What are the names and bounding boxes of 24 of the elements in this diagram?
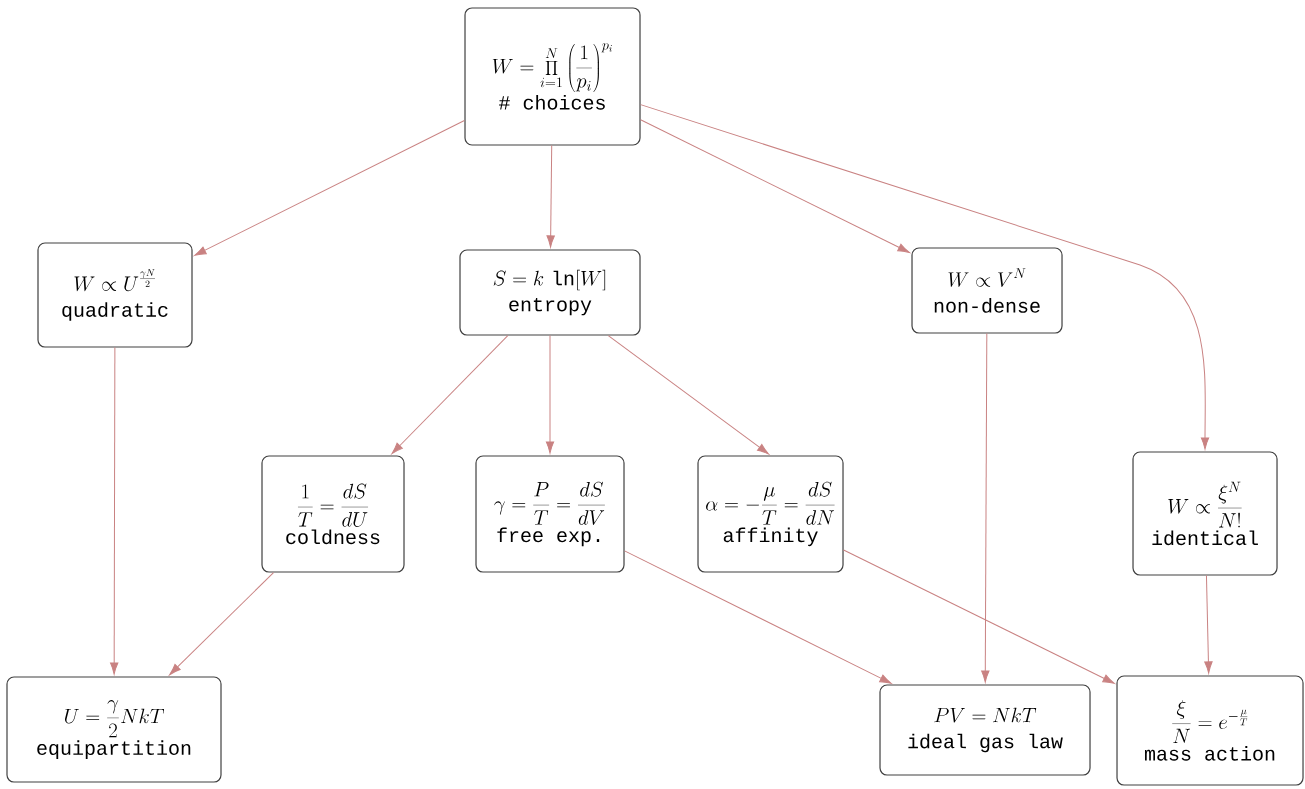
formula-box: $W \propto \frac{\xi^{N}}{N!}$ identical <box>1132 451 1278 576</box>
formula-box: $\gamma=\frac{P}{T}=\frac{dS}{dV}$ free exp. <box>475 455 625 573</box>
arrow <box>546 145 555 248</box>
arrow <box>391 335 509 455</box>
arrow <box>194 120 465 256</box>
formula-box: $W \propto U^{\frac{\gamma N}{2}}$ quadratic <box>37 242 193 348</box>
formula-box: $W \propto V^{N}$ non-dense <box>911 247 1063 334</box>
formula-box: $\alpha=-\frac{\mu}{T}=\frac{dS}{dN}$ affinity <box>697 455 844 573</box>
arrow <box>607 335 770 455</box>
arrow <box>109 347 119 675</box>
arrow <box>981 333 990 683</box>
formula-box: $S = k\,\ln[W]$ entropy <box>459 249 641 336</box>
arrow <box>169 572 275 676</box>
arrow <box>624 550 892 684</box>
arrow <box>843 549 1115 684</box>
arrow <box>1204 575 1213 674</box>
formula-box: $U = \frac{\gamma}{2}NkT$ equipartition <box>6 676 222 783</box>
formula-box: $\frac{1}{T}=\frac{dS}{dU}$ coldness <box>261 455 405 573</box>
formula-box: $W=\prod_{i=1}^{N}\left(\frac{1}{p_i}\right)^{p_i}$ # choices <box>464 7 641 146</box>
arrow <box>640 119 910 253</box>
arrow <box>640 104 1210 450</box>
formula-box: $\frac{\xi}{N}=e^{-\frac{\mu}{T}}$ mass action <box>1116 675 1304 786</box>
arrow <box>545 335 555 454</box>
formula-box: $PV=NkT$ ideal gas law <box>879 684 1091 776</box>
